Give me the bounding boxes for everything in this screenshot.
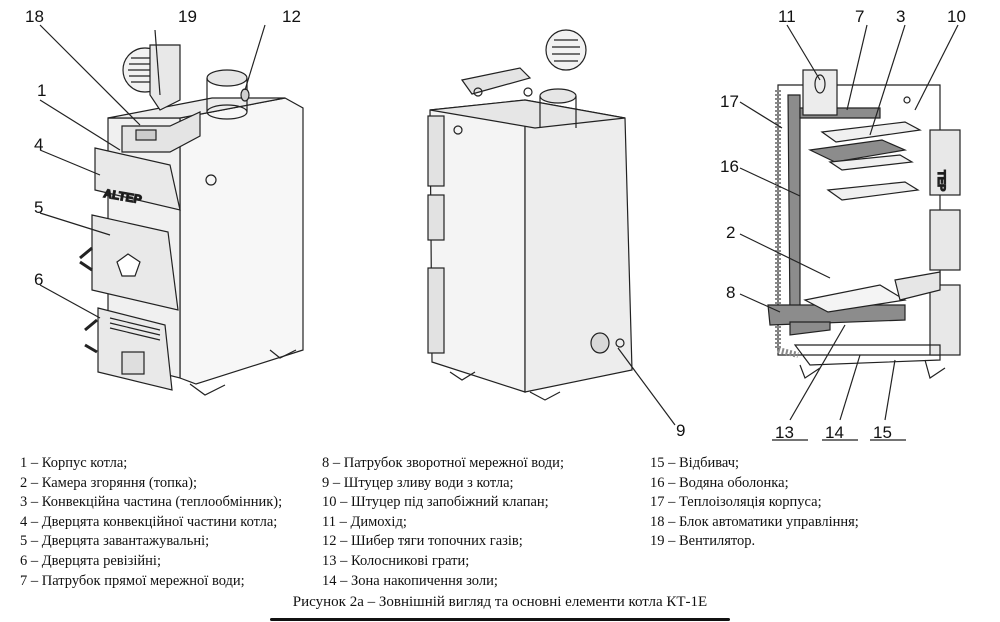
callout-15: 15 (873, 423, 892, 442)
water-jacket (767, 94, 908, 336)
legend-item: 18 – Блок автоматики управління; (650, 513, 859, 530)
convection-door (94, 147, 181, 211)
callout-13: 13 (775, 423, 794, 442)
section-view: ТЕР (739, 24, 961, 421)
callout-17: 17 (720, 92, 739, 111)
drain-nozzle (590, 332, 625, 354)
door-badge-label: ТЕР (935, 170, 947, 191)
chimney (802, 69, 838, 116)
legend-column-2: 8 – Патрубок зворотної мережної води; 9 … (322, 454, 564, 591)
revision-door (84, 307, 173, 391)
legend-item: 8 – Патрубок зворотної мережної води; (322, 455, 564, 471)
front-view: ALTEP (39, 24, 304, 396)
legend-item: 13 – Колосникові грати; (322, 552, 470, 569)
rear-view (427, 29, 676, 426)
callout-11: 11 (778, 7, 796, 26)
flue-damper (206, 69, 250, 120)
boiler-figure: ALTEP (25, 7, 966, 442)
figure-caption: Рисунок 2а – Зовнішній вигляд та основні… (292, 594, 708, 610)
callout-9: 9 (676, 421, 685, 440)
legend-item: 7 – Патрубок прямої мережної води; (20, 572, 245, 589)
legend-item: 2 – Камера згоряння (топка); (20, 474, 197, 491)
callout-labels: 18 19 12 1 4 5 6 9 11 7 3 10 17 16 2 8 1… (25, 7, 966, 442)
fan (122, 44, 181, 111)
legend-item: 15 – Відбивач; (650, 455, 740, 471)
legend-item: 14 – Зона накопичення золи; (322, 572, 498, 589)
legend-item: 16 – Водяна оболонка; (650, 474, 789, 491)
legend-column-1: 1 – Корпус котла; 2 – Камера згоряння (т… (20, 454, 282, 591)
loading-door (79, 214, 179, 311)
legend-item: 1 – Корпус котла; (20, 455, 128, 471)
callout-1: 1 (37, 81, 46, 100)
legend-item: 6 – Дверцята ревізійні; (20, 552, 161, 569)
legend-item: 11 – Димохід; (322, 513, 407, 530)
callout-3: 3 (896, 7, 905, 26)
legend-item: 9 – Штуцер зливу води з котла; (322, 474, 514, 491)
automation-block (121, 111, 201, 153)
callout-7: 7 (855, 7, 864, 26)
callout-8: 8 (726, 283, 735, 302)
callout-5: 5 (34, 198, 43, 217)
door-brand-label: ALTEP (102, 186, 142, 206)
callout-12: 12 (282, 7, 301, 26)
legend-item: 5 – Дверцята завантажувальні; (20, 533, 210, 550)
legend-item: 12 – Шибер тяги топочних газів; (322, 533, 523, 550)
callout-2: 2 (726, 223, 735, 242)
legend-item: 10 – Штуцер під запобіжний клапан; (322, 494, 549, 511)
callout-4: 4 (34, 135, 43, 154)
legend-item: 4 – Дверцята конвекційної частини котла; (20, 513, 278, 530)
callout-16: 16 (720, 157, 739, 176)
callout-19: 19 (178, 7, 197, 26)
bottom-divider (270, 618, 730, 621)
legend-column-3: 15 – Відбивач; 16 – Водяна оболонка; 17 … (650, 454, 859, 552)
legend-item: 17 – Теплоізоляція корпуса; (650, 494, 822, 511)
callout-6: 6 (34, 270, 43, 289)
callout-14: 14 (825, 423, 844, 442)
legend-item: 19 – Вентилятор. (650, 533, 756, 550)
callout-10: 10 (947, 7, 966, 26)
callout-18: 18 (25, 7, 44, 26)
legend-item: 3 – Конвекційна частина (теплообмінник); (20, 494, 283, 511)
